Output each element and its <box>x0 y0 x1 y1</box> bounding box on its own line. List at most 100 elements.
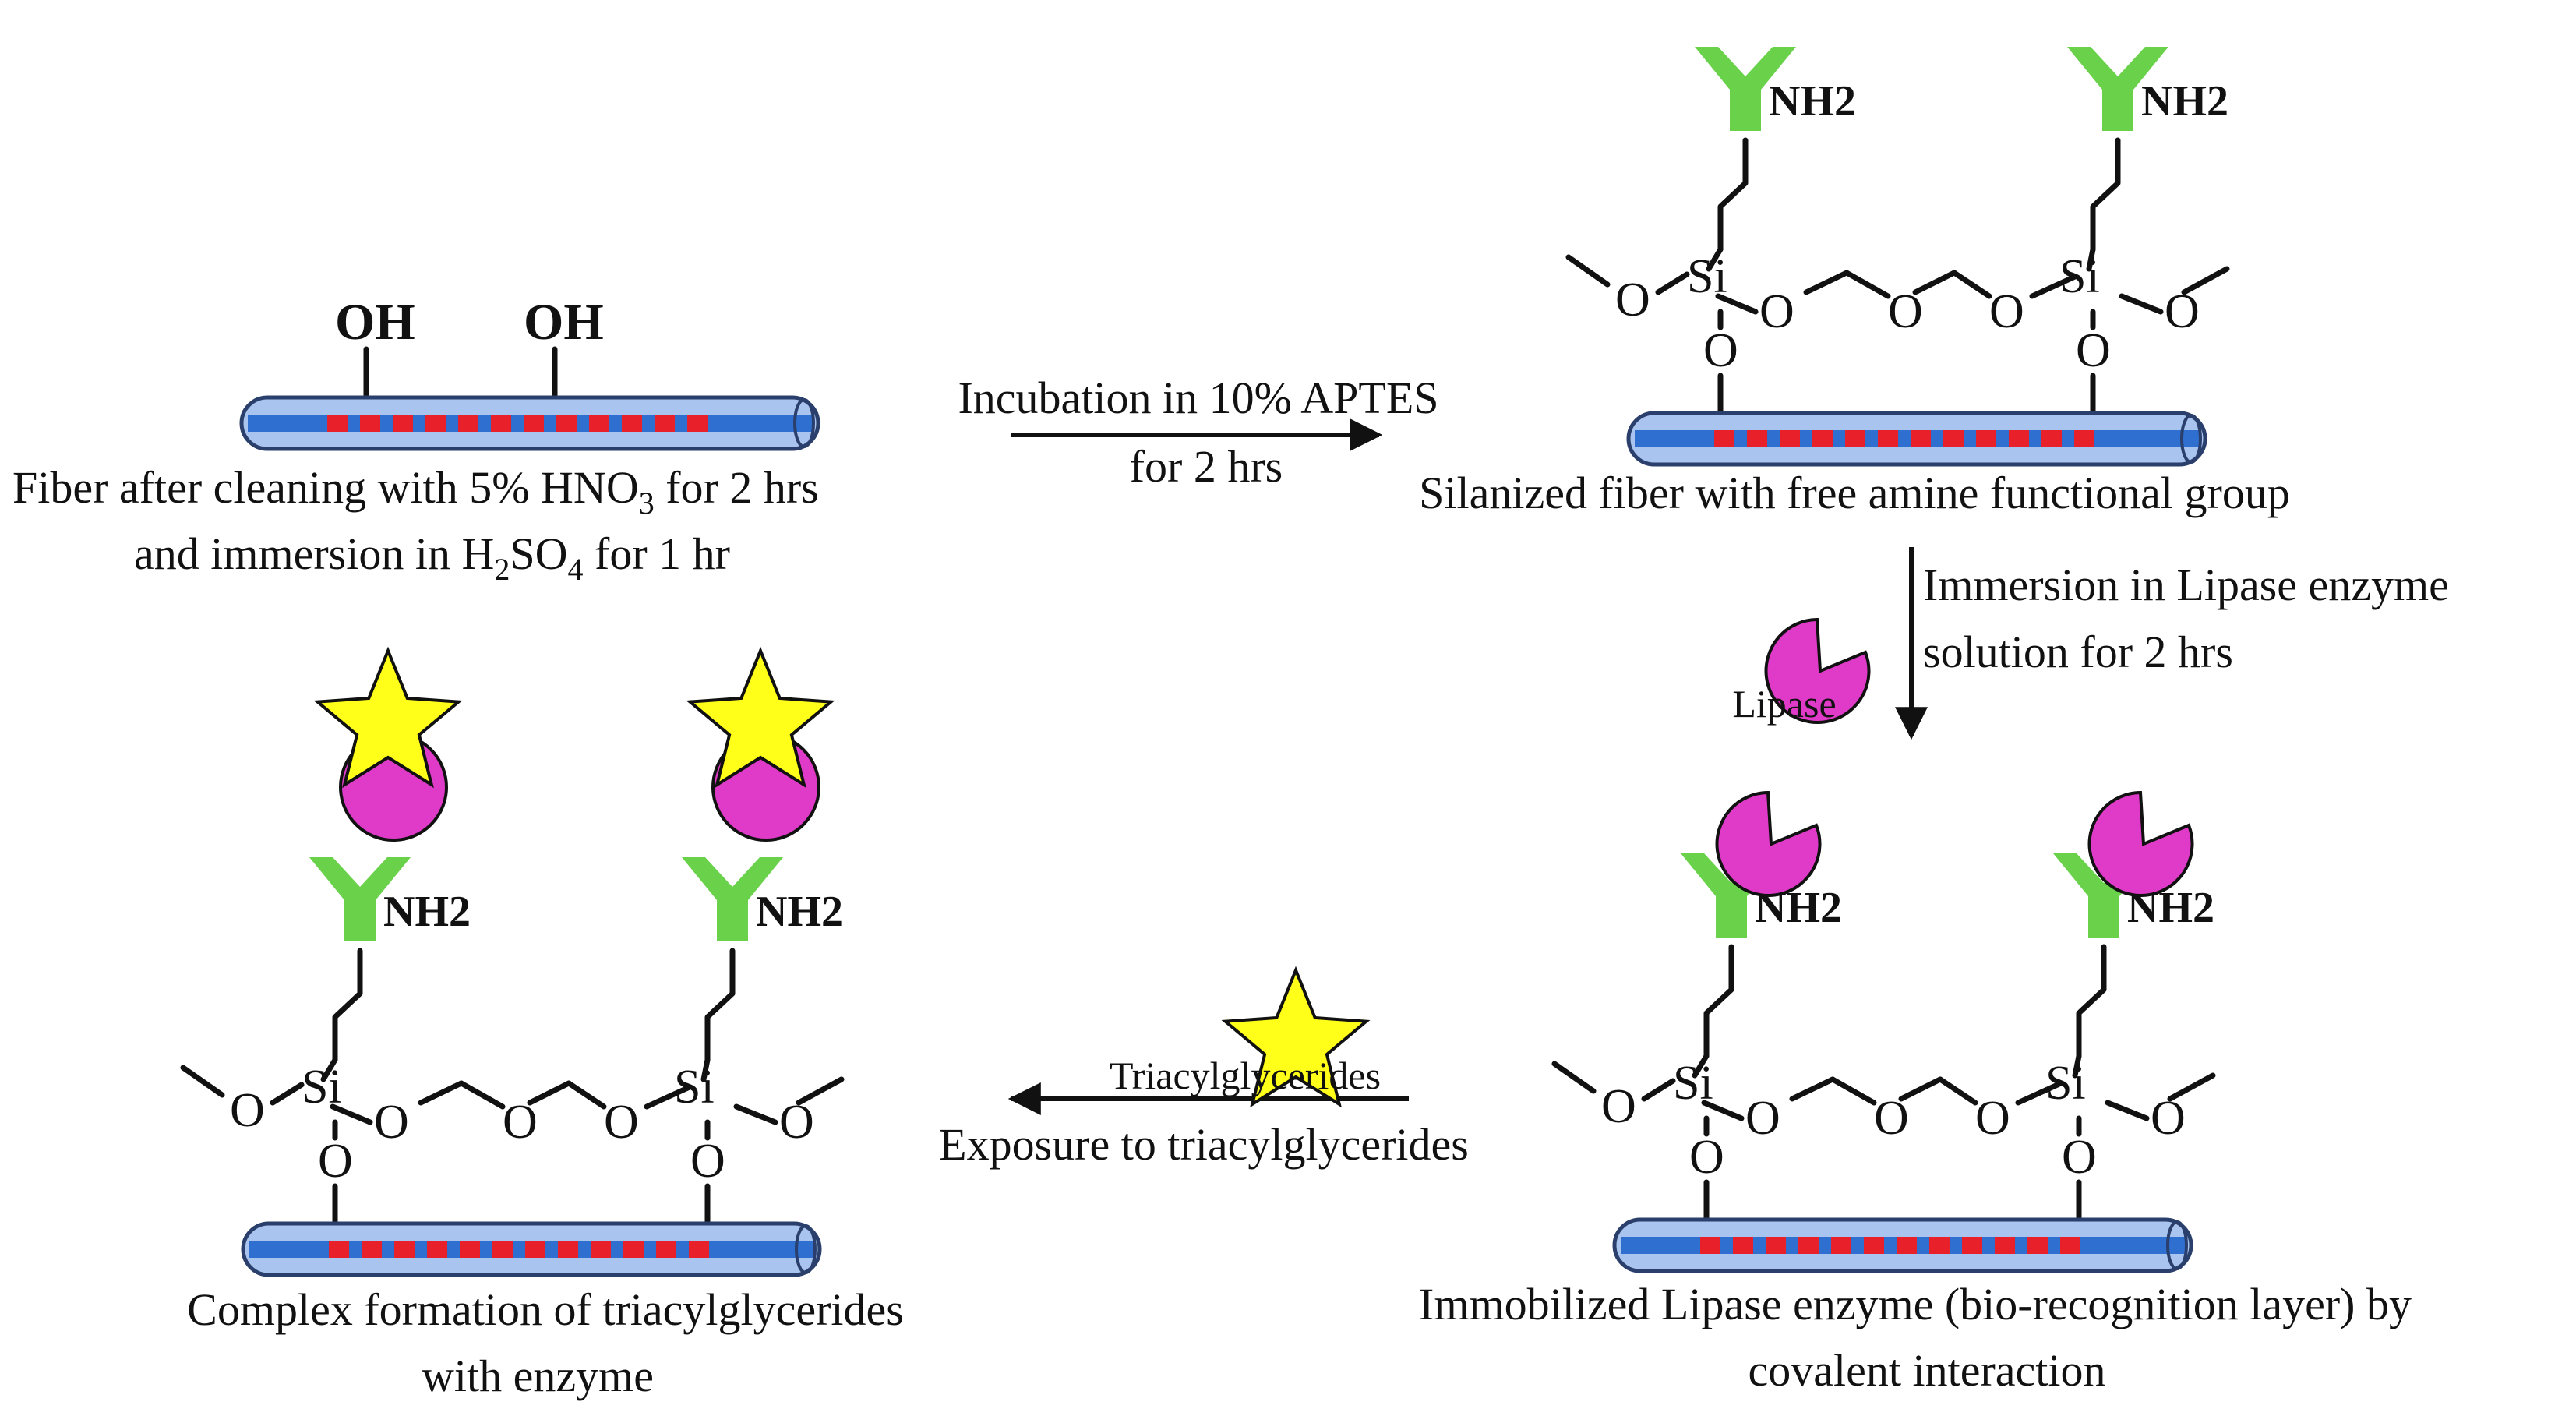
optical-fiber <box>1612 1217 2193 1273</box>
grating-mark <box>655 415 675 432</box>
oxygen-atom: O <box>503 1096 538 1149</box>
arrow3-label: Exposure to triacylglycerides <box>939 1119 1469 1170</box>
chemical-bond <box>1937 1076 1978 1106</box>
grating-mark <box>1962 1237 1982 1254</box>
silicon-atom: Si <box>674 1061 715 1114</box>
chemical-bond <box>566 1080 607 1110</box>
grating-mark <box>458 415 478 432</box>
grating-mark <box>622 415 642 432</box>
chemical-bond <box>1789 1076 1836 1102</box>
fiber-end <box>793 398 815 448</box>
amine-linker: NH2 <box>2067 47 2228 252</box>
oxygen-atom: O <box>1601 1080 1636 1133</box>
grating-mark <box>327 415 348 432</box>
oxygen-atom: O <box>230 1084 265 1137</box>
chemical-bond <box>1830 1076 1877 1106</box>
step1-cleaned-fiber: OH OH <box>239 294 820 451</box>
chemical-bond <box>2072 1053 2082 1079</box>
star-shape <box>686 646 835 789</box>
chemical-bond <box>330 1103 373 1125</box>
chemical-bond <box>1655 271 1690 295</box>
hydroxyl-label: OH <box>524 294 604 351</box>
grating-mark <box>591 1241 611 1258</box>
arrow1-label: for 2 hrs <box>1130 441 1283 492</box>
optical-fiber <box>241 1221 822 1277</box>
fiber-end <box>2166 1220 2188 1270</box>
fiber-end <box>795 1224 817 1274</box>
lipase-shape <box>1715 790 1822 897</box>
grating-mark <box>2041 430 2062 447</box>
grating-mark <box>2027 1237 2048 1254</box>
grating-mark <box>1798 1237 1819 1254</box>
lipase-shape <box>1764 617 1871 724</box>
step3-caption: Immobilized Lipase enzyme (bio-recogniti… <box>1419 1279 2412 1329</box>
grating-mark <box>1897 1237 1917 1254</box>
amine-linker: NH2 <box>682 857 843 1063</box>
oxygen-atom: O <box>779 1096 814 1149</box>
step4-caption: Complex formation of triacylglycerides <box>187 1284 904 1335</box>
grating-mark <box>425 415 446 432</box>
grating-mark <box>689 1241 709 1258</box>
grating-mark <box>524 415 544 432</box>
oxygen-atom: O <box>604 1096 639 1149</box>
grating-mark <box>1766 1237 1786 1254</box>
grating-mark <box>329 1241 349 1258</box>
amine-linker: NH2 <box>1695 47 1856 252</box>
amine-group-icon <box>1695 47 1796 131</box>
propyl-chain <box>332 948 363 1063</box>
propyl-chain <box>1703 944 1734 1059</box>
propyl-chain <box>1717 137 1749 252</box>
amine-label: NH2 <box>1769 77 1856 125</box>
step1-caption: Fiber after cleaning with 5% HNO3 for 2 … <box>12 462 819 521</box>
amine-linker: NH2 <box>309 857 471 1063</box>
chemical-bond <box>1641 1078 1676 1102</box>
chemical-bond <box>270 1082 305 1106</box>
chemical-bond <box>1715 293 1759 315</box>
amine-label: NH2 <box>756 888 843 936</box>
grating-mark <box>1831 1237 1851 1254</box>
propyl-chain <box>2090 137 2121 252</box>
grating-mark <box>1929 1237 1950 1254</box>
chemical-bond <box>1551 1061 1597 1094</box>
amine-group-icon <box>682 857 783 941</box>
oxygen-atom: O <box>2165 285 2200 338</box>
chemical-bond <box>2181 266 2230 295</box>
amine-label: NH2 <box>383 888 471 936</box>
oxygen-atom: O <box>1888 285 1923 338</box>
chemical-bond <box>2029 274 2078 299</box>
grating-mark <box>1911 430 1931 447</box>
chemical-bond <box>644 1084 693 1110</box>
oxygen-atom: O <box>1745 1092 1780 1145</box>
step2-caption: Silanized fiber with free amine function… <box>1419 468 2290 518</box>
triacylglyceride-star-icon <box>313 646 463 789</box>
silicon-atom: Si <box>1673 1057 1713 1110</box>
chemical-bond <box>2119 293 2164 315</box>
grating-mark <box>1845 430 1865 447</box>
amine-group-icon <box>2067 47 2168 131</box>
chemical-bond <box>1912 270 1957 295</box>
chemical-bond <box>733 1103 778 1125</box>
grating-mark <box>460 1241 480 1258</box>
grating-mark <box>1812 430 1833 447</box>
chemical-bond <box>2086 246 2096 272</box>
silicon-atom: Si <box>1687 250 1727 303</box>
grating-mark <box>362 1241 382 1258</box>
oxygen-atom: O <box>1703 324 1738 377</box>
triacylglyceride-star-icon <box>686 646 835 789</box>
triacylglyceride-star-icon <box>1221 966 1371 1108</box>
grating-mark <box>394 1241 415 1258</box>
chemical-bond <box>180 1065 225 1098</box>
amine-label: NH2 <box>2141 77 2228 125</box>
chemical-bond <box>418 1080 464 1106</box>
chemical-bond <box>1701 1100 1745 1121</box>
silicon-atom: Si <box>302 1061 342 1114</box>
grating-mark <box>2060 1237 2080 1254</box>
arrow2-label: solution for 2 hrs <box>1923 627 2233 677</box>
grating-mark <box>556 415 577 432</box>
lipase-label: Lipase <box>1732 682 1836 726</box>
oxygen-atom: O <box>1615 274 1650 327</box>
